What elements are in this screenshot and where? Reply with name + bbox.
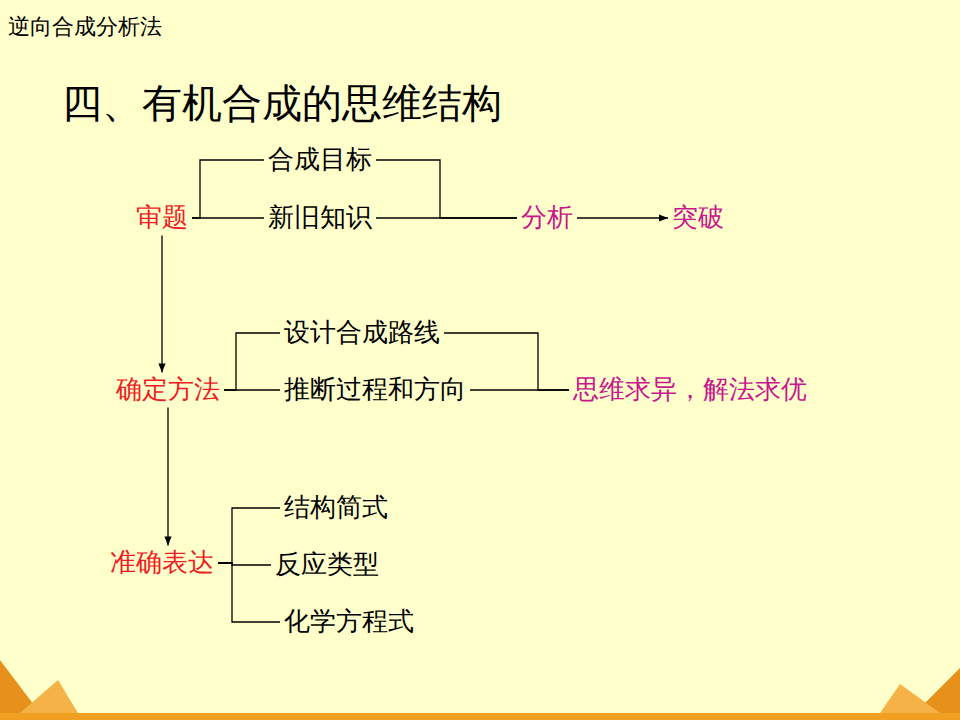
node-text: 思维求异，解法求优: [573, 374, 807, 405]
text-node: 结构简式: [280, 490, 392, 525]
connector: [192, 160, 264, 218]
text-node: 突破: [668, 200, 728, 235]
connector: [167, 408, 168, 546]
node-text: 新旧知识: [268, 202, 372, 233]
connector: [224, 389, 280, 390]
node-text: 结构简式: [284, 492, 388, 523]
text-node: 设计合成路线: [280, 315, 444, 350]
connector: [192, 217, 264, 218]
text-node: 合成目标: [264, 142, 376, 177]
text-node: 反应类型: [271, 547, 383, 582]
connector: [577, 217, 668, 218]
text-node: 思维求异，解法求优: [569, 372, 811, 407]
node-text: 审题: [136, 202, 188, 233]
text-node: 准确表达: [106, 545, 218, 580]
connector: [470, 389, 569, 390]
node-text: 分析: [521, 202, 573, 233]
text-node: 推断过程和方向: [280, 372, 470, 407]
connector: [218, 563, 280, 622]
node-text: 化学方程式: [284, 606, 414, 637]
text-node: 新旧知识: [264, 200, 376, 235]
text-node: 确定方法: [112, 372, 224, 407]
node-text: 确定方法: [116, 374, 220, 405]
connector: [376, 160, 517, 218]
node-text: 合成目标: [268, 144, 372, 175]
corner-triangle: [880, 684, 940, 713]
node-text: 设计合成路线: [284, 317, 440, 348]
bottom-bar: [0, 713, 960, 720]
node-text: 反应类型: [275, 549, 379, 580]
connector: [161, 236, 162, 373]
node-text: 推断过程和方向: [284, 374, 466, 405]
node-text: 准确表达: [110, 547, 214, 578]
text-node: 审题: [132, 200, 192, 235]
connector: [224, 333, 280, 390]
text-node: 分析: [517, 200, 577, 235]
connector: [218, 508, 280, 563]
node-text: 突破: [672, 202, 724, 233]
slide-title: 四、有机合成的思维结构: [62, 76, 502, 131]
connector: [376, 217, 517, 218]
header-label: 逆向合成分析法: [8, 12, 162, 42]
corner-triangle: [20, 680, 78, 713]
text-node: 化学方程式: [280, 604, 418, 639]
